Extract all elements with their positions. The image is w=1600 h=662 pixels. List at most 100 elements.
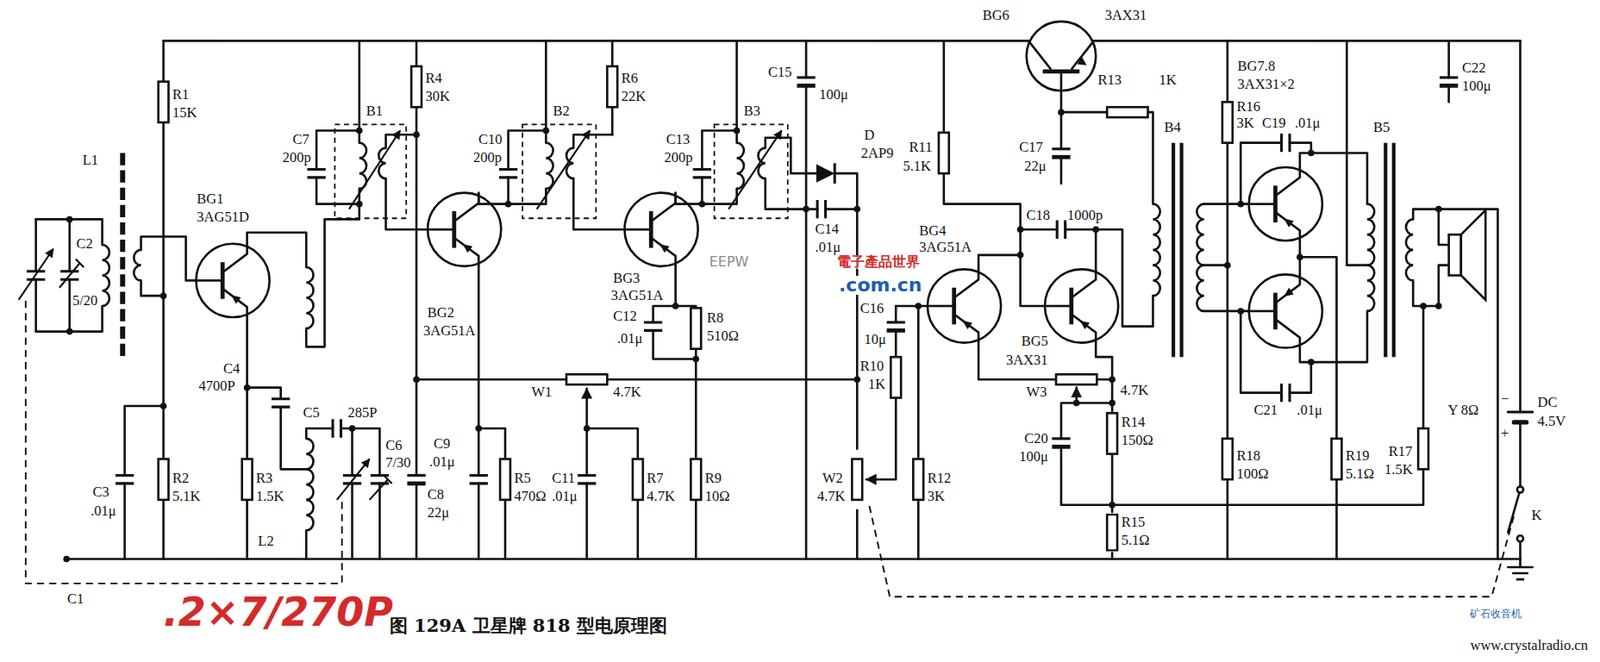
schematic-use [1106, 412, 1118, 454]
part-label: R13 [1096, 73, 1123, 88]
schematic-use [912, 459, 924, 500]
part-label: C1 [66, 592, 85, 607]
part-label: 100μ [818, 87, 850, 103]
schematic-path [700, 177, 704, 205]
part-label: .01μ [1293, 116, 1321, 132]
part-label: 510Ω [706, 329, 740, 344]
schematic-path [943, 40, 946, 133]
part-label: 3AX31×2 [1237, 77, 1296, 93]
part-label: 200p [472, 150, 503, 166]
schematic-path [765, 178, 818, 210]
part-label: R17 [1387, 444, 1414, 460]
watermark: 電子產品世界 [837, 255, 920, 269]
schematic-use [1222, 101, 1233, 143]
schematic-path [68, 218, 71, 271]
schematic-use [359, 143, 367, 189]
schematic-circle [62, 556, 70, 563]
part-label: Y 8Ω [1446, 403, 1480, 419]
part-label: 22K [620, 89, 647, 105]
part-label: 15K [171, 106, 198, 121]
schematic-circle [853, 206, 861, 213]
part-label: C3 [92, 485, 111, 500]
schematic-path [340, 428, 380, 475]
schematic-rect [714, 124, 788, 219]
schematic-path [894, 306, 898, 323]
part-label: R1 [171, 87, 190, 103]
schematic-path [350, 483, 354, 560]
part-label: R7 [645, 471, 664, 487]
part-label: 4.7K [612, 385, 643, 400]
part-label: 100Ω [1235, 467, 1269, 482]
schematic-path [245, 500, 249, 560]
schematic-use [690, 459, 701, 500]
part-label: 5.1K [171, 489, 202, 505]
part-label: www.crystalradio.cn [1469, 638, 1589, 654]
part-label: BG3 [612, 271, 641, 287]
part-label: 3K [1235, 116, 1255, 132]
schematic-path [833, 162, 837, 184]
part-label: C19 [1261, 116, 1288, 132]
part-label: C14 [814, 222, 841, 238]
schematic-use [195, 243, 269, 318]
schematic-use [158, 459, 169, 500]
schematic-path [1065, 229, 1097, 269]
schematic-circle [1092, 225, 1100, 233]
schematic-path [701, 130, 737, 169]
schematic-path [1447, 40, 1450, 78]
part-label: BG5 [1020, 334, 1050, 350]
part-label: DC [1537, 395, 1559, 411]
schematic-use [1152, 204, 1160, 266]
part-label: .01μ [428, 455, 456, 470]
part-label: C18 [1025, 208, 1052, 224]
part-label: BG6 [981, 8, 1011, 24]
schematic-path [585, 483, 588, 560]
part-label: B2 [551, 104, 570, 119]
schematic-path [537, 130, 591, 209]
schematic-path [59, 259, 84, 288]
part-label: C17 [1018, 140, 1044, 156]
schematic-path [478, 428, 506, 460]
schematic-path [573, 178, 625, 230]
schematic-circle [914, 302, 922, 310]
schematic-use [1367, 204, 1375, 266]
part-label: C7 [292, 132, 311, 148]
schematic-circle [160, 402, 168, 410]
schematic-path [1300, 153, 1368, 205]
part-label: 30K [424, 89, 450, 105]
part-label: 3AX31 [1005, 353, 1050, 369]
part-label: R14 [1120, 415, 1147, 431]
schematic-circle [1237, 200, 1244, 208]
schematic-circle [356, 200, 363, 208]
schematic-use [690, 307, 701, 349]
part-label: R9 [704, 471, 723, 487]
schematic-polygon [1077, 56, 1088, 66]
schematic-path [1204, 263, 1228, 267]
schematic-path [247, 232, 307, 268]
schematic-path [917, 500, 920, 560]
schematic-path [1507, 489, 1520, 533]
part-label: R4 [424, 71, 443, 87]
schematic-path [378, 483, 382, 560]
part-label: B3 [743, 104, 762, 119]
part-label: L2 [256, 534, 275, 550]
schematic-path [34, 279, 38, 332]
schematic-path [34, 218, 38, 271]
schematic-path [18, 249, 54, 300]
part-label: C10 [477, 132, 504, 148]
schematic-path [415, 483, 419, 560]
schematic-use [306, 168, 325, 177]
part-label: 1.5K [255, 489, 286, 505]
schematic-path [415, 40, 419, 67]
schematic-use [332, 418, 341, 438]
schematic-use [1106, 106, 1148, 118]
schematic-circle [1057, 108, 1065, 116]
schematic-use [133, 250, 141, 282]
schematic-use [817, 200, 825, 219]
schematic-path [1071, 40, 1094, 69]
schematic-circle [733, 127, 741, 135]
schematic-path [477, 266, 481, 476]
part-label: K [1531, 508, 1544, 524]
schematic-circle [1517, 486, 1524, 493]
schematic-circle [160, 292, 168, 300]
